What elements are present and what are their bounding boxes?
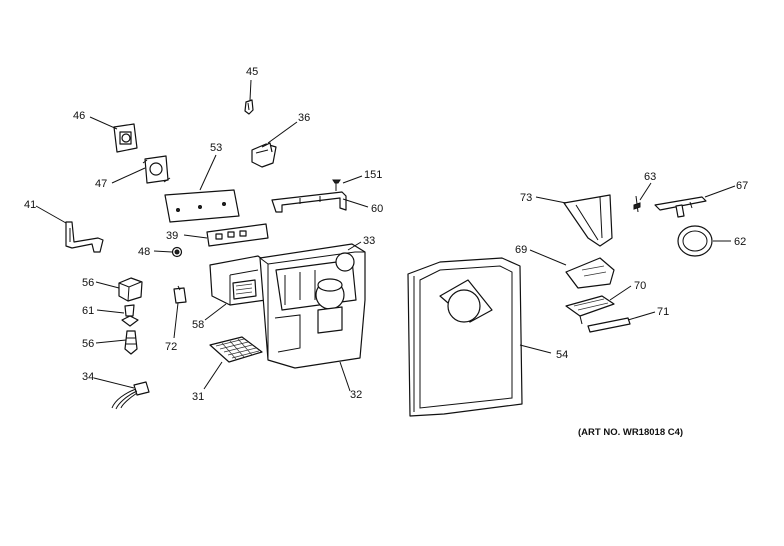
leader-lines xyxy=(35,79,736,392)
callout-36: 36 xyxy=(298,112,310,124)
part-47-bracket xyxy=(142,155,171,184)
callout-33: 33 xyxy=(363,235,375,247)
callout-34: 34 xyxy=(82,371,94,383)
callout-69: 69 xyxy=(515,244,527,256)
callout-70: 70 xyxy=(634,280,646,292)
part-41-bracket xyxy=(65,221,104,253)
callout-31: 31 xyxy=(192,391,204,403)
callout-56-lower: 56 xyxy=(82,338,94,350)
callout-151: 151 xyxy=(364,169,382,181)
callout-47: 47 xyxy=(95,178,107,190)
part-72-switch xyxy=(173,285,187,304)
part-46-switch-cover xyxy=(113,123,138,153)
part-56-fitting-lower xyxy=(124,330,138,355)
part-69-door xyxy=(565,257,615,289)
callout-48: 48 xyxy=(138,246,150,258)
callout-62: 62 xyxy=(734,236,746,248)
callout-67: 67 xyxy=(736,180,748,192)
part-71-rod xyxy=(587,317,631,333)
callout-73: 73 xyxy=(520,192,532,204)
part-53-panel xyxy=(164,189,240,223)
callout-53: 53 xyxy=(210,142,222,154)
callout-61: 61 xyxy=(82,305,94,317)
part-58-housing xyxy=(209,255,267,306)
callout-labels: 45 46 36 53 47 151 41 60 39 33 48 56 61 … xyxy=(24,66,748,403)
callout-32: 32 xyxy=(350,389,362,401)
part-36-actuator xyxy=(251,142,277,168)
callout-41: 41 xyxy=(24,199,36,211)
callout-72: 72 xyxy=(165,341,177,353)
part-34-wire-harness xyxy=(111,381,150,410)
part-67-bracket xyxy=(654,196,707,218)
part-31-drip-tray xyxy=(209,336,263,363)
part-39-control-board xyxy=(206,223,269,247)
part-61-nozzle xyxy=(121,304,139,327)
callout-71: 71 xyxy=(657,306,669,318)
part-73-chute xyxy=(563,194,613,247)
part-32-dispenser-body xyxy=(259,243,366,369)
callout-39: 39 xyxy=(166,230,178,242)
part-70-lever xyxy=(565,295,615,325)
callout-60: 60 xyxy=(371,203,383,215)
callout-45: 45 xyxy=(246,66,258,78)
part-45-clip xyxy=(244,99,254,115)
art-number: (ART NO. WR18018 C4) xyxy=(578,427,683,438)
callout-46: 46 xyxy=(73,110,85,122)
callout-63: 63 xyxy=(644,171,656,183)
part-48-nut xyxy=(171,246,183,258)
callout-56-upper: 56 xyxy=(82,277,94,289)
part-54-front-panel xyxy=(407,257,523,417)
callout-54: 54 xyxy=(556,349,568,361)
part-60-bracket xyxy=(271,191,347,213)
part-62-ring xyxy=(677,225,713,257)
part-151-screw xyxy=(332,179,341,191)
part-63-clip xyxy=(633,195,641,213)
callout-58: 58 xyxy=(192,319,204,331)
part-56-block-upper xyxy=(118,277,143,302)
